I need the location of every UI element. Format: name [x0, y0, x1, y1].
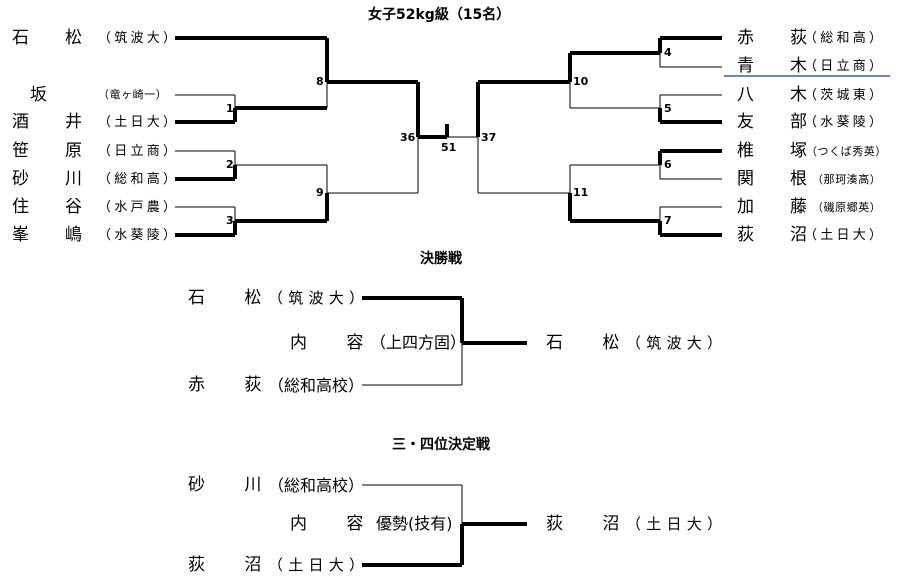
left-player-name: 坂 [30, 85, 63, 105]
final-player-a-school: （筑波大） [268, 289, 370, 307]
match-number: 6 [664, 158, 672, 171]
left-player-name: 砂 川 [12, 169, 98, 189]
final-winner-name: 石 松 [546, 333, 637, 353]
third-content-value: 優勢(技有) [376, 514, 453, 533]
final-player-b-school: （総和高校） [268, 376, 365, 395]
match-number: 2 [226, 158, 234, 171]
right-player-name: 関 根 [737, 169, 823, 189]
left-player-name: 酒 井 [12, 112, 98, 132]
right-player-name: 加 藤 [737, 197, 823, 217]
third-player-b-school: （土日大） [268, 556, 370, 574]
match-number: 7 [664, 214, 672, 227]
final-player-b-name: 赤 荻 [188, 375, 279, 395]
left-player-name: 笹 原 [12, 141, 98, 161]
right-player-name: 荻 沼 [737, 225, 823, 245]
left-player-name: 峯 嶋 [12, 225, 98, 245]
left-player-name: 石 松 [12, 28, 98, 48]
left-player-name: 住 谷 [12, 197, 98, 217]
right-player-school: （日立商） [804, 59, 886, 74]
final-player-a-name: 石 松 [188, 288, 279, 308]
third-content-label: 内 容 [290, 514, 381, 534]
third-player-a-school: （総和高校） [268, 476, 365, 495]
right-player-name: 赤 荻 [737, 28, 823, 48]
right-player-name: 八 木 [737, 85, 823, 105]
right-player-school: （土日大） [804, 228, 886, 243]
match-number: 36 [400, 131, 416, 144]
left-player-school: （総和高） [98, 172, 180, 187]
left-player-school: （水戸農） [98, 200, 180, 215]
match-number: 4 [664, 46, 672, 59]
match-number: 5 [664, 102, 672, 115]
match-number: 11 [573, 186, 589, 199]
third-player-a-name: 砂 川 [188, 475, 279, 495]
right-player-school: （総和高） [804, 31, 886, 46]
right-player-school: （茨城東） [804, 88, 886, 103]
third-place-heading: 三・四位決定戦 [392, 437, 490, 453]
left-player-school: （水葵陵） [98, 228, 180, 243]
left-player-school: （日立商） [98, 144, 180, 159]
match-number: 1 [226, 102, 234, 115]
final-heading: 決勝戦 [420, 251, 462, 267]
match-number: 51 [441, 141, 457, 154]
right-player-school: （磯原郷英） [812, 201, 882, 214]
left-player-school: （竜ヶ崎一） [98, 88, 168, 101]
final-content-value: （上四方固） [370, 333, 467, 352]
match-number: 8 [316, 75, 324, 88]
match-number: 3 [226, 214, 234, 227]
third-player-b-name: 荻 沼 [188, 555, 279, 575]
right-player-school: （つくば秀英） [806, 145, 887, 158]
right-player-school: （那珂湊高） [812, 173, 882, 186]
right-player-school: （水葵陵） [804, 115, 886, 130]
final-winner-school: （筑波大） [626, 334, 728, 352]
right-player-name: 椎 塚 [737, 141, 823, 161]
right-player-name: 友 部 [737, 112, 823, 132]
third-winner-school: （土日大） [626, 515, 728, 533]
left-player-school: （筑波大） [98, 31, 180, 46]
match-number: 37 [481, 131, 497, 144]
left-player-school: （土日大） [98, 115, 180, 130]
right-player-name: 青 木 [737, 56, 823, 76]
match-number: 10 [573, 75, 589, 88]
third-winner-name: 荻 沼 [546, 514, 637, 534]
match-number: 9 [316, 186, 324, 199]
bracket-title: 女子52kg級（15名） [368, 7, 511, 23]
final-content-label: 内 容 [290, 333, 381, 353]
